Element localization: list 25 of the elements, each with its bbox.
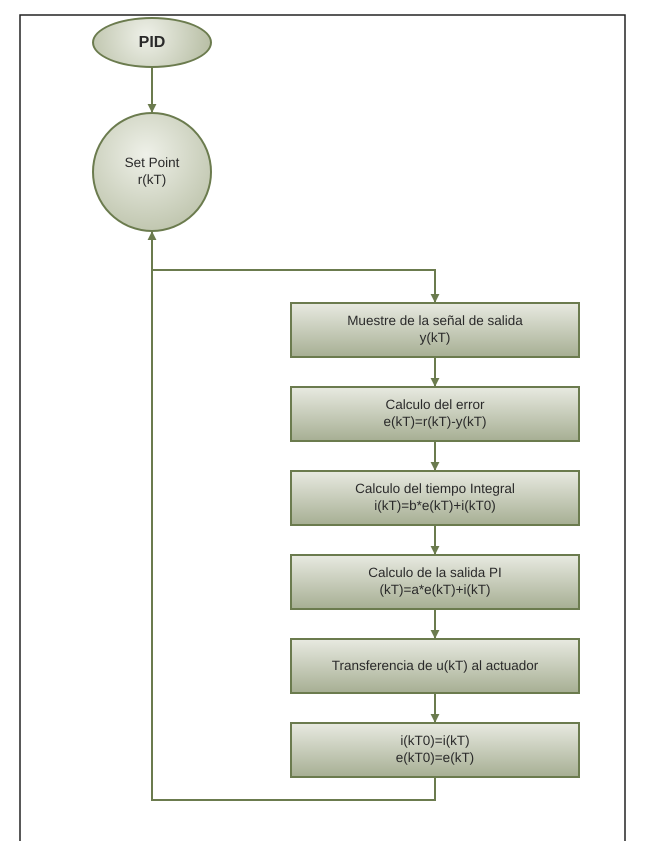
node-text: PID bbox=[138, 32, 166, 52]
arrow bbox=[430, 442, 440, 471]
process-box bbox=[290, 638, 580, 694]
node-text: Transferencia de u(kT) al actuador bbox=[332, 658, 538, 674]
node-text: (kT)=a*e(kT)+i(kT) bbox=[380, 582, 490, 599]
node-text: Calculo del error bbox=[385, 397, 485, 414]
node-text: i(kT0)=i(kT) bbox=[400, 733, 470, 750]
node-text: Calculo del tiempo Integral bbox=[355, 481, 515, 498]
arrow bbox=[430, 610, 440, 639]
node-text: i(kT)=b*e(kT)+i(kT0) bbox=[374, 498, 496, 515]
process-box bbox=[290, 302, 580, 358]
node-text: Muestre de la señal de salida bbox=[347, 313, 523, 330]
node-text: Calculo de la salida PI bbox=[368, 565, 502, 582]
node-text: e(kT)=r(kT)-y(kT) bbox=[383, 414, 487, 431]
arrow bbox=[148, 68, 156, 113]
node-text: y(kT) bbox=[420, 330, 450, 347]
process-box bbox=[290, 470, 580, 526]
arrow bbox=[430, 694, 440, 723]
arrow bbox=[430, 358, 440, 387]
process-box bbox=[290, 386, 580, 442]
process-box bbox=[290, 554, 580, 610]
arrow bbox=[430, 526, 440, 555]
node-text: Set Point r(kT) bbox=[124, 155, 180, 189]
node-text: e(kT0)=e(kT) bbox=[396, 750, 474, 767]
process-box bbox=[290, 722, 580, 778]
